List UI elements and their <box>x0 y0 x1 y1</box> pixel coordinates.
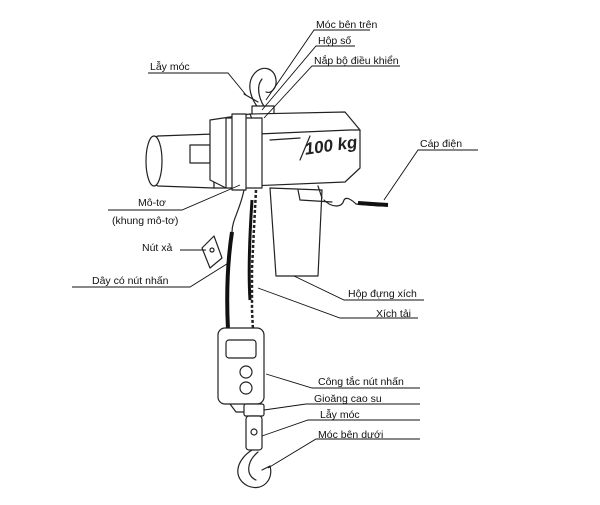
label-moc-ben-duoi: Móc bên dưới <box>318 429 384 441</box>
label-mo-to: Mô-tơ <box>138 197 166 209</box>
label-day-co-nut-nhan: Dây có nút nhấn <box>92 275 169 287</box>
label-nap-bo-dieu-khien: Nắp bộ điều khiển <box>314 55 399 67</box>
label-xich-tai: Xích tải <box>376 308 412 320</box>
bottom-hook <box>237 403 272 489</box>
label-hop-dung-xich: Hộp đựng xích <box>348 288 417 300</box>
pendant-cord <box>225 189 254 331</box>
label-cap-dien: Cáp điện <box>420 138 463 150</box>
label-hop-so: Hộp số <box>318 35 352 47</box>
pendant-switch <box>217 327 265 413</box>
label-lay-moc-bottom: Lẫy móc <box>320 409 360 421</box>
label-lay-moc-top: Lẫy móc <box>150 61 190 73</box>
label-khung-mo-to: (khung mô-tơ) <box>112 215 179 227</box>
gearbox: 100 kg <box>209 111 361 191</box>
label-moc-ben-tren: Móc bên trên <box>316 19 378 31</box>
label-gioang-cao-su: Gioăng cao su <box>314 393 382 405</box>
power-cable <box>323 197 389 207</box>
chain-bucket <box>269 185 333 277</box>
release-button <box>201 235 223 269</box>
leader-lines <box>72 29 478 469</box>
load-chain <box>250 189 258 399</box>
label-nut-xa: Nút xả <box>142 242 173 254</box>
label-cong-tac-nut-nhan: Công tắc nút nhấn <box>318 376 404 388</box>
